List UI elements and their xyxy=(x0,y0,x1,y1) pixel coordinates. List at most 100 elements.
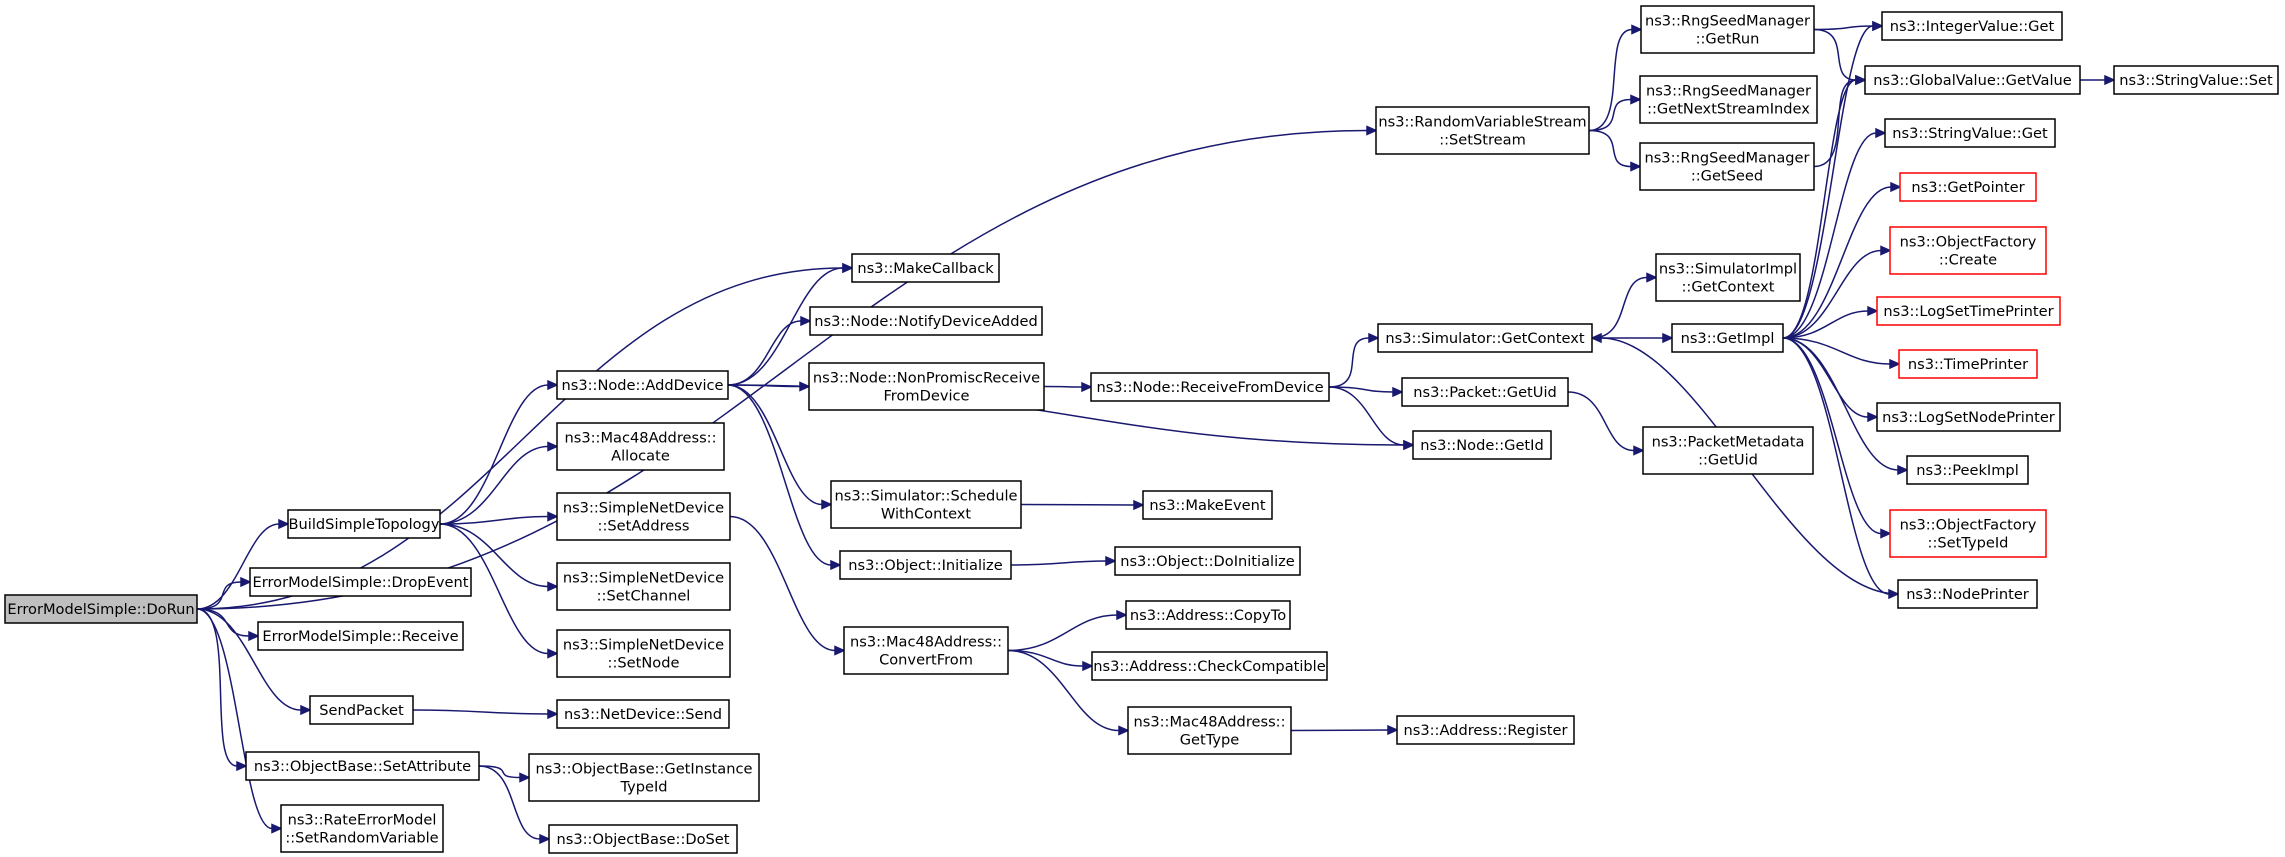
node-label: ns3::Mac48Address:: xyxy=(564,430,716,447)
node-label: ns3::SimulatorImpl xyxy=(1659,261,1797,278)
node-sendpacket[interactable]: SendPacket xyxy=(309,695,414,725)
node-box xyxy=(1864,65,2081,95)
node-setattribute[interactable]: ns3::ObjectBase::SetAttribute xyxy=(245,751,480,781)
arrowhead xyxy=(547,511,559,522)
arrowhead xyxy=(1867,411,1879,423)
edge-getimpl-to-logsetnodeprinter xyxy=(1782,337,1879,423)
node-label: ns3::Mac48Address:: xyxy=(1133,714,1285,731)
node-label: ns3::Address::CheckCompatible xyxy=(1093,658,1325,675)
node-label: ::GetUid xyxy=(1698,452,1758,469)
node-setaddress[interactable]: ns3::SimpleNetDevice::SetAddress xyxy=(556,492,731,541)
node-objfactorycreate[interactable]: ns3::ObjectFactory::Create xyxy=(1889,226,2047,275)
node-label: ns3::Packet::GetUid xyxy=(1413,384,1557,401)
arrowhead xyxy=(2104,74,2116,86)
node-timeprinter[interactable]: ns3::TimePrinter xyxy=(1898,349,2038,379)
arrowhead xyxy=(1116,609,1128,621)
node-metadatagetuid[interactable]: ns3::PacketMetadata::GetUid xyxy=(1642,426,1814,475)
node-box xyxy=(249,567,472,597)
edge-line xyxy=(1588,28,1633,132)
node-nodeprinter[interactable]: ns3::NodePrinter xyxy=(1897,579,2038,609)
node-copyto[interactable]: ns3::Address::CopyTo xyxy=(1125,600,1291,630)
node-netdevsend[interactable]: ns3::NetDevice::Send xyxy=(556,699,730,729)
node-label: ns3::Address::CopyTo xyxy=(1130,607,1286,624)
node-getrun[interactable]: ns3::RngSeedManager::GetRun xyxy=(1640,5,1815,54)
node-objfactorysettypeid[interactable]: ns3::ObjectFactory::SetTypeId xyxy=(1889,509,2047,558)
node-objinit[interactable]: ns3::Object::Initialize xyxy=(839,550,1012,580)
node-label: ns3::RngSeedManager xyxy=(1646,83,1811,100)
node-getpointer[interactable]: ns3::GetPointer xyxy=(1899,172,2037,202)
node-allocate[interactable]: ns3::Mac48Address::Allocate xyxy=(556,422,725,471)
arrowhead xyxy=(1366,125,1378,136)
edge-setattribute-to-getinstancetypeid xyxy=(478,765,531,783)
arrowhead xyxy=(1133,499,1145,511)
node-setchannel[interactable]: ns3::SimpleNetDevice::SetChannel xyxy=(556,562,731,611)
arrowhead xyxy=(834,645,846,656)
node-setnode[interactable]: ns3::SimpleNetDevice::SetNode xyxy=(556,629,731,678)
node-peekimpl[interactable]: ns3::PeekImpl xyxy=(1906,455,2029,485)
node-builtopo[interactable]: BuildSimpleTopology xyxy=(287,509,441,539)
node-dropevent[interactable]: ErrorModelSimple::DropEvent xyxy=(249,567,472,597)
edge-line xyxy=(478,765,541,840)
node-register[interactable]: ns3::Address::Register xyxy=(1396,715,1575,745)
node-receivefromdevice[interactable]: ns3::Node::ReceiveFromDevice xyxy=(1090,372,1330,402)
edge-objinit-to-doinitialize xyxy=(1010,555,1117,567)
node-label: TypeId xyxy=(619,779,667,796)
edge-line xyxy=(439,445,549,525)
node-label: ns3::StringValue::Set xyxy=(2119,72,2273,89)
node-setstream[interactable]: ns3::RandomVariableStream::SetStream xyxy=(1375,106,1590,155)
edge-line xyxy=(196,581,242,610)
arrowhead xyxy=(1880,245,1892,256)
arrowhead xyxy=(1855,74,1867,86)
node-stringget[interactable]: ns3::StringValue::Get xyxy=(1884,118,2056,148)
node-label: ::SetTypeId xyxy=(1928,535,2009,552)
node-getseed[interactable]: ns3::RngSeedManager::GetSeed xyxy=(1639,142,1815,191)
node-logsetnodeprinter[interactable]: ns3::LogSetNodePrinter xyxy=(1876,402,2061,432)
node-box xyxy=(1375,106,1590,155)
edge-dorun-to-setrandomvar xyxy=(196,608,283,834)
node-globalgetvalue[interactable]: ns3::GlobalValue::GetValue xyxy=(1864,65,2081,95)
node-box xyxy=(556,562,731,611)
node-dorun[interactable]: ErrorModelSimple::DoRun xyxy=(4,594,198,624)
node-logsettimeprinter[interactable]: ns3::LogSetTimePrinter xyxy=(1876,296,2061,326)
arrowhead xyxy=(1872,20,1884,32)
node-getnextstream[interactable]: ns3::RngSeedManager::GetNextStreamIndex xyxy=(1639,75,1818,124)
node-nodegetid[interactable]: ns3::Node::GetId xyxy=(1412,430,1552,460)
node-gettype[interactable]: ns3::Mac48Address::GetType xyxy=(1127,706,1292,755)
arrowhead xyxy=(830,559,842,571)
node-makecallback[interactable]: ns3::MakeCallback xyxy=(851,253,1000,283)
node-getimpl[interactable]: ns3::GetImpl xyxy=(1671,323,1784,353)
node-implgetcontext[interactable]: ns3::SimulatorImpl::GetContext xyxy=(1655,253,1801,302)
edge-getimpl-to-objfactorycreate xyxy=(1782,245,1892,339)
node-checkcompatible[interactable]: ns3::Address::CheckCompatible xyxy=(1091,651,1328,681)
arrowhead xyxy=(1897,464,1909,476)
node-stringset[interactable]: ns3::StringValue::Set xyxy=(2113,65,2279,95)
node-convertfrom[interactable]: ns3::Mac48Address::ConvertFrom xyxy=(843,626,1009,675)
node-label: ns3::RateErrorModel xyxy=(288,812,437,829)
node-box xyxy=(1090,372,1330,402)
edge-line xyxy=(1782,337,1869,418)
edge-adddevice-to-schedulewithcontext xyxy=(727,384,833,510)
node-packetgetuid[interactable]: ns3::Packet::GetUid xyxy=(1401,377,1569,407)
node-box xyxy=(851,253,1000,283)
node-doset[interactable]: ns3::ObjectBase::DoSet xyxy=(548,824,738,854)
node-label: ns3::GetPointer xyxy=(1911,179,2024,196)
node-integerget[interactable]: ns3::IntegerValue::Get xyxy=(1881,11,2063,41)
node-label: ns3::Mac48Address:: xyxy=(850,634,1002,651)
node-notifydeviceadded[interactable]: ns3::Node::NotifyDeviceAdded xyxy=(809,306,1043,336)
node-makeevent[interactable]: ns3::MakeEvent xyxy=(1142,490,1273,520)
node-getcontext[interactable]: ns3::Simulator::GetContext xyxy=(1377,323,1593,353)
node-label: ::GetContext xyxy=(1681,279,1774,296)
node-receive[interactable]: ErrorModelSimple::Receive xyxy=(257,621,464,651)
node-doinitialize[interactable]: ns3::Object::DoInitialize xyxy=(1114,546,1301,576)
node-adddevice[interactable]: ns3::Node::AddDevice xyxy=(556,370,729,400)
edge-adddevice-to-objinit xyxy=(727,384,842,571)
edge-builtopo-to-setchannel xyxy=(439,523,559,592)
node-box xyxy=(556,370,729,400)
node-setrandomvar[interactable]: ns3::RateErrorModel::SetRandomVariable xyxy=(280,804,444,853)
node-box xyxy=(1889,226,2047,275)
node-box xyxy=(1639,142,1815,191)
arrowhead xyxy=(821,499,833,510)
